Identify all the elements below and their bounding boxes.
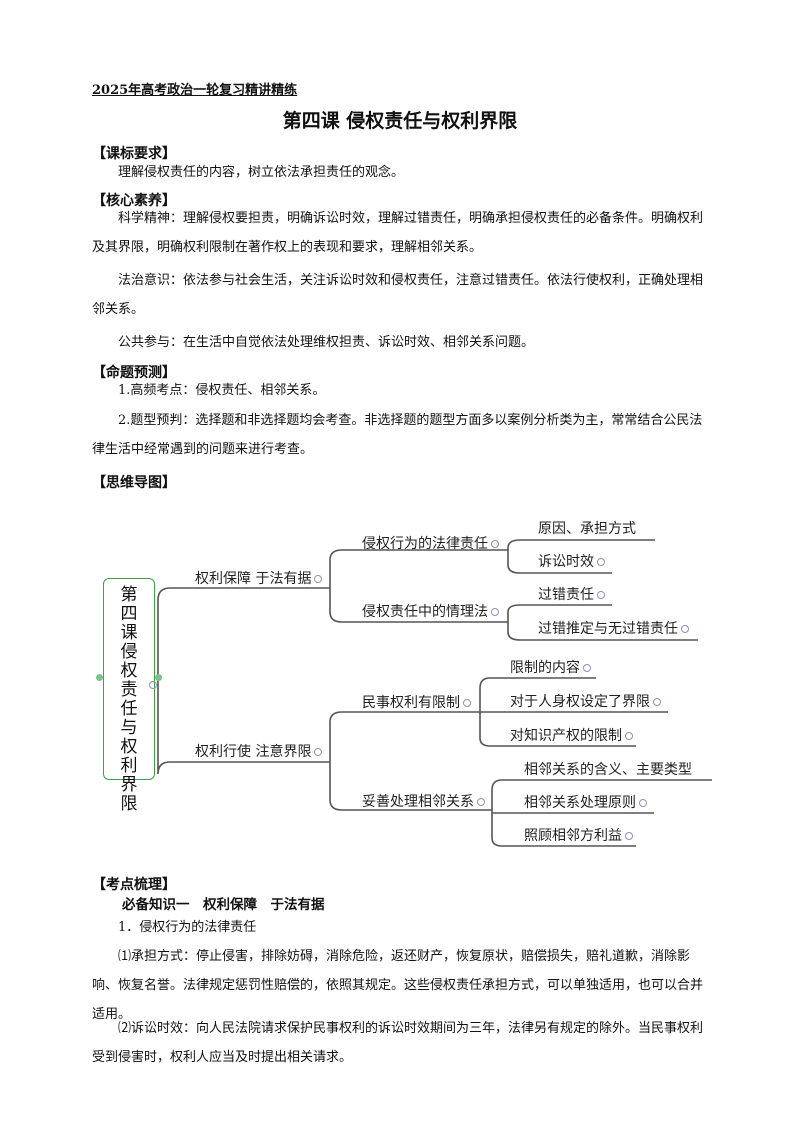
- branch-dot-icon: [625, 832, 633, 840]
- branch-dot-icon: [491, 540, 499, 548]
- points-item-1: 1．侵权行为的法律责任: [118, 920, 257, 935]
- collapse-left-icon: [96, 674, 103, 681]
- points-item-1-methods: ⑴承担方式：停止侵害，排除妨碍，消除危险，返还财产，恢复原状，赔偿损失，赔礼道歉…: [92, 949, 704, 1022]
- mindmap-b2-sub1-leaf-c: 对知识产权的限制: [510, 725, 633, 745]
- branch-dot-icon: [463, 699, 471, 707]
- core-literacy-heading: 【核心素养】: [92, 193, 176, 209]
- branch-dot-icon: [597, 591, 605, 599]
- mindmap-b1-sub1: 侵权行为的法律责任: [362, 533, 499, 553]
- branch-dot-icon: [491, 608, 499, 616]
- branch-dot-icon: [477, 798, 485, 806]
- branch-dot-icon: [597, 558, 605, 566]
- mindmap-heading: 【思维导图】: [92, 475, 176, 491]
- branch-dot-icon: [625, 732, 633, 740]
- curriculum-heading: 【课标要求】: [92, 146, 176, 162]
- collapse-right-icon: [155, 674, 162, 681]
- mindmap-b2-sub1-leaf-a: 限制的内容: [510, 657, 591, 677]
- prediction-question-types: 2.题型预判：选择题和非选择题均会考查。非选择题的题型方面多以案例分析类为主，常…: [92, 413, 703, 457]
- collapse-dot-icon: [146, 674, 157, 693]
- mindmap-b2-sub2-leaf-c: 照顾相邻方利益: [524, 825, 633, 845]
- curriculum-text: 理解侵权责任的内容，树立依法承担责任的观念。: [118, 165, 405, 180]
- branch-dot-icon: [639, 799, 647, 807]
- points-item-1-limitation: ⑵诉讼时效：向人民法院请求保护民事权利的诉讼时效期间为三年，法律另有规定的除外。…: [92, 1021, 704, 1065]
- lesson-title: 第四课 侵权责任与权利界限: [282, 110, 518, 132]
- mindmap-b1-sub1-leaf-b: 诉讼时效: [538, 551, 605, 571]
- mindmap-center-label: 第四课 侵权责任与权利界限: [120, 585, 138, 814]
- mindmap-b1-sub2-leaf-b: 过错推定与无过错责任: [538, 618, 689, 638]
- mindmap-b1-sub2-leaf-a: 过错责任: [538, 584, 605, 604]
- mindmap-branch-1: 权利保障 于法有据: [195, 568, 323, 588]
- core-literacy-science: 科学精神：理解侵权要担责，明确诉讼时效，理解过错责任，明确承担侵权责任的必备条件…: [92, 211, 704, 255]
- prediction-hot-points: 1.高频考点：侵权责任、相邻关系。: [118, 383, 326, 398]
- mindmap-b1-sub1-leaf-a: 原因、承担方式: [538, 521, 636, 537]
- core-literacy-law: 法治意识：依法参与社会生活，关注诉讼时效和侵权责任，注意过错责任。依法行使权利，…: [92, 273, 704, 317]
- core-literacy-public: 公共参与：在生活中自觉依法处理维权担责、诉讼时效、相邻关系问题。: [118, 335, 535, 350]
- mindmap-branch-2: 权利行使 注意界限: [195, 741, 323, 761]
- branch-dot-icon: [653, 698, 661, 706]
- branch-dot-icon: [314, 575, 323, 583]
- branch-dot-icon: [314, 748, 323, 756]
- mindmap-b1-sub2: 侵权责任中的情理法: [362, 601, 499, 621]
- mindmap-b2-sub2-leaf-b: 相邻关系处理原则: [524, 792, 647, 812]
- mindmap-b2-sub1-leaf-b: 对于人身权设定了界限: [510, 691, 661, 711]
- branch-dot-icon: [681, 625, 689, 633]
- mindmap-b2-sub2: 妥善处理相邻关系: [362, 791, 485, 811]
- mindmap-center-node: [103, 578, 155, 780]
- branch-dot-icon: [583, 664, 591, 672]
- series-title: 2025年高考政治一轮复习精讲精练: [92, 83, 298, 98]
- mindmap-b2-sub1: 民事权利有限制: [362, 692, 471, 712]
- knowledge-title: 必备知识一 权利保障 于法有据: [122, 897, 325, 913]
- prediction-heading: 【命题预测】: [92, 365, 176, 381]
- mindmap-b2-sub2-leaf-a: 相邻关系的含义、主要类型: [524, 762, 692, 778]
- points-heading: 【考点梳理】: [92, 877, 176, 893]
